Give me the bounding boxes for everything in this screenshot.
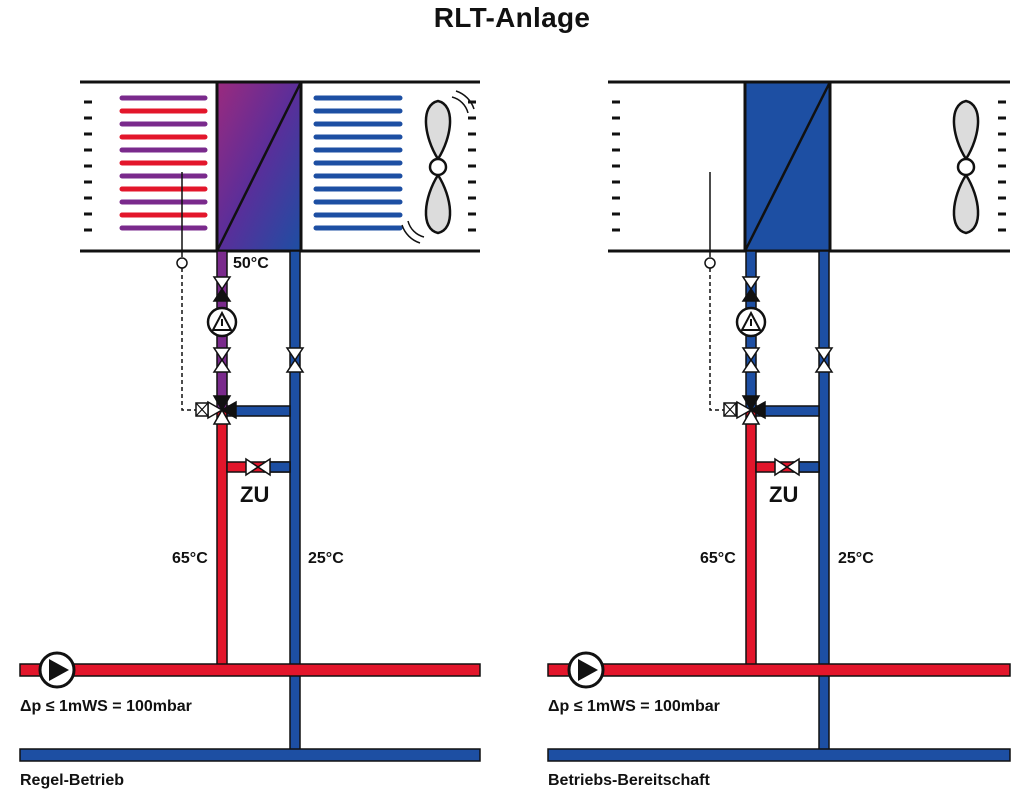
valve-icon bbox=[245, 457, 271, 477]
right-panel: ZU 65°C 25°C Δp ≤ 1mWS = 100mbar Betrieb… bbox=[547, 80, 1011, 789]
fan-icon bbox=[952, 99, 980, 235]
actuator-icon bbox=[195, 402, 209, 417]
pump-icon bbox=[38, 651, 76, 689]
cool-air-stripes bbox=[313, 95, 403, 231]
pump-icon bbox=[567, 651, 605, 689]
pump-icon bbox=[735, 306, 767, 338]
valve-icon bbox=[814, 347, 834, 373]
valve-icon bbox=[741, 347, 761, 373]
pressure-label: Δp ≤ 1mWS = 100mbar bbox=[20, 698, 192, 715]
heating-coil bbox=[743, 80, 832, 253]
temperature-sensor-icon bbox=[704, 172, 724, 411]
valve-icon bbox=[285, 347, 305, 373]
page-title: RLT-Anlage bbox=[433, 2, 591, 33]
supply-temperature: 65°C bbox=[172, 550, 208, 567]
heating-coil bbox=[215, 80, 303, 253]
warm-air-stripes bbox=[119, 95, 208, 231]
panel-caption: Betriebs-Bereitschaft bbox=[548, 772, 711, 789]
valve-icon bbox=[212, 276, 232, 302]
bypass-valve-label: ZU bbox=[769, 482, 798, 507]
return-temperature: 25°C bbox=[308, 550, 344, 567]
three-way-valve-icon bbox=[207, 395, 237, 425]
fan-icon bbox=[401, 90, 475, 244]
pump-icon bbox=[206, 306, 238, 338]
valve-icon bbox=[741, 276, 761, 302]
return-temperature: 25°C bbox=[838, 550, 874, 567]
temperature-sensor-icon bbox=[176, 172, 196, 411]
valve-icon bbox=[774, 457, 800, 477]
three-way-valve-icon bbox=[736, 395, 766, 425]
supply-temperature: 65°C bbox=[700, 550, 736, 567]
panel-caption: Regel-Betrieb bbox=[20, 772, 124, 789]
valve-icon bbox=[212, 347, 232, 373]
actuator-icon bbox=[723, 402, 737, 417]
coil-return-temperature: 50°C bbox=[233, 255, 269, 272]
bypass-valve-label: ZU bbox=[240, 482, 269, 507]
left-panel: 50°C ZU 65°C 25°C Δp ≤ 1mWS = 100mbar Re… bbox=[19, 80, 481, 789]
pressure-label: Δp ≤ 1mWS = 100mbar bbox=[548, 698, 720, 715]
